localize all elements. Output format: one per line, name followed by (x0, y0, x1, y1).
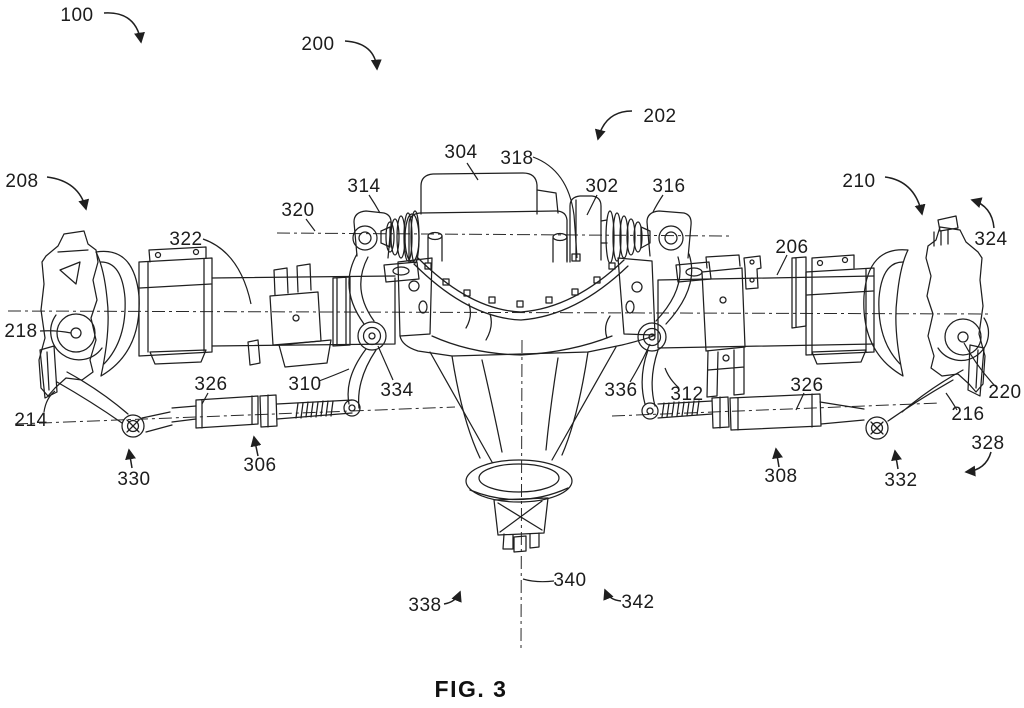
ref-label-332: 332 (884, 470, 917, 491)
ref-label-320: 320 (281, 200, 314, 221)
ref-label-312: 312 (670, 384, 703, 405)
ref-label-218: 218 (4, 321, 37, 342)
pinion-yoke (493, 497, 549, 536)
ref-labels: 100 200 202 208 210 304 318 302 314 316 … (4, 5, 1021, 616)
right-steering-knuckle (863, 215, 990, 440)
leader-lines (39, 156, 997, 583)
left-axle-tube (138, 246, 396, 368)
lower-snout (451, 351, 589, 459)
ref-label-322: 322 (169, 229, 202, 250)
left-tie-rod (141, 394, 361, 433)
right-brake-rotor (863, 249, 909, 377)
ref-label-336: 336 (604, 380, 637, 401)
left-brake-rotor (95, 250, 140, 377)
ref-label-324: 324 (974, 229, 1007, 250)
ref-label-328: 328 (971, 433, 1004, 454)
right-upper-link (637, 253, 693, 407)
ref-label-100: 100 (60, 5, 93, 26)
ref-label-214: 214 (14, 410, 47, 431)
shock-fork-bracket (701, 267, 746, 352)
ref-label-206: 206 (775, 237, 808, 258)
ref-label-208: 208 (5, 171, 38, 192)
left-hub-boss (56, 313, 96, 353)
ref-label-314: 314 (347, 176, 380, 197)
ref-label-318: 318 (500, 148, 533, 169)
drive-motor (404, 172, 602, 263)
left-lower-link (347, 348, 377, 409)
ref-label-326-right: 326 (790, 375, 823, 396)
ref-label-200: 200 (301, 34, 334, 55)
left-steering-arm (56, 371, 129, 424)
cover-flange (413, 263, 629, 321)
ref-label-302: 302 (585, 176, 618, 197)
left-upper-bracket (353, 210, 392, 259)
ref-label-334: 334 (380, 380, 413, 401)
ref-label-216: 216 (951, 404, 984, 425)
ref-label-308: 308 (764, 466, 797, 487)
right-axle-tube (657, 254, 875, 398)
differential-housing (397, 231, 656, 553)
right-upper-bracket (646, 210, 692, 259)
right-hub-boss (944, 318, 982, 356)
figure-caption: FIG. 3 (435, 676, 508, 702)
right-tie-rod-end (865, 416, 889, 440)
right-lower-link (641, 349, 659, 407)
ref-label-340: 340 (553, 570, 586, 591)
left-half-shaft (352, 210, 420, 283)
right-tie-rod (641, 393, 865, 431)
right-half-shaft (600, 210, 712, 283)
left-steering-knuckle (38, 230, 145, 438)
ref-label-330: 330 (117, 469, 150, 490)
ref-label-316: 316 (652, 176, 685, 197)
centerlines (7, 232, 993, 649)
ref-label-306: 306 (243, 455, 276, 476)
left-spring-perch (273, 263, 312, 296)
ref-label-202: 202 (643, 106, 676, 127)
ref-label-304: 304 (444, 142, 477, 163)
direction-arrows (46, 12, 995, 605)
ref-label-342: 342 (621, 592, 654, 613)
ref-label-220: 220 (988, 382, 1021, 403)
right-steering-arm (887, 369, 964, 422)
ref-label-310: 310 (288, 374, 321, 395)
ref-label-326-left: 326 (194, 374, 227, 395)
left-tie-rod-end (121, 414, 145, 438)
ref-label-338: 338 (408, 595, 441, 616)
tube-clip (743, 255, 762, 290)
ref-label-210: 210 (842, 171, 875, 192)
